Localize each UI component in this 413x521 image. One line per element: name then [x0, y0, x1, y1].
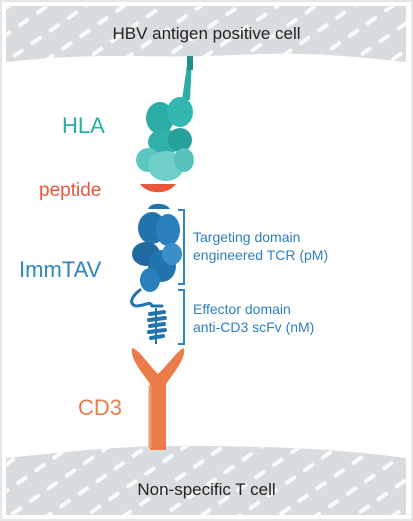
- targeting-domain-detail: engineered TCR (pM): [193, 247, 329, 263]
- peptide-shape: [140, 184, 176, 193]
- targeting-domain-bracket: [178, 209, 185, 285]
- hla-label: HLA: [62, 113, 105, 138]
- antigen-positive-cell-shape: [6, 6, 406, 62]
- effector-domain-detail: anti-CD3 scFv (nM): [193, 319, 315, 335]
- immtav-tcr-shape: [132, 203, 182, 292]
- peptide-label: peptide: [39, 180, 102, 201]
- top-cell-label: HBV antigen positive cell: [112, 24, 301, 43]
- immtav-label: ImmTAV: [19, 257, 102, 282]
- t-cell-shape: [6, 445, 406, 515]
- bottom-cell-label: Non-specific T cell: [137, 480, 276, 499]
- cd3-receptor-shape: [131, 348, 185, 450]
- immtav-scfv-shape: [130, 288, 167, 344]
- effector-domain-text: Effector domain anti-CD3 scFv (nM): [193, 300, 314, 336]
- effector-domain-bracket: [178, 289, 185, 345]
- targeting-domain-text: Targeting domain engineered TCR (pM): [193, 228, 328, 264]
- effector-domain-title: Effector domain: [193, 301, 291, 317]
- hla-molecule: [136, 56, 194, 181]
- cd3-label: CD3: [78, 395, 123, 420]
- targeting-domain-title: Targeting domain: [193, 229, 301, 245]
